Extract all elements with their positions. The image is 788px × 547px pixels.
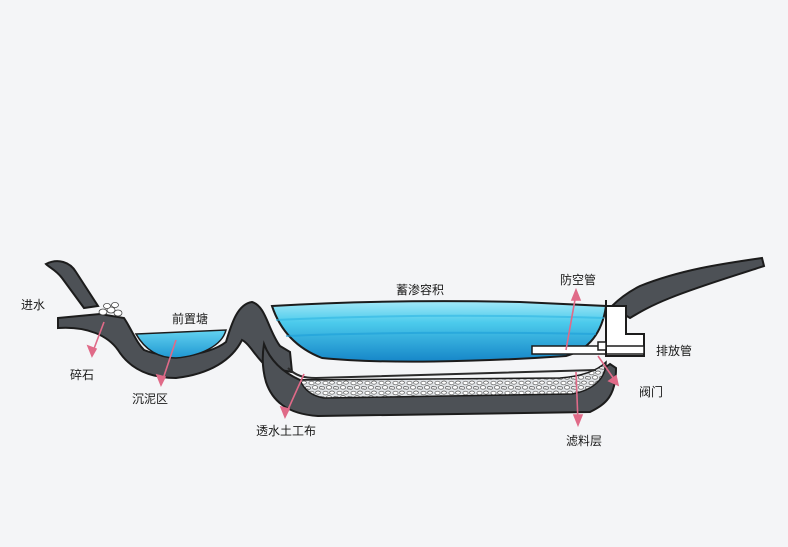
- valve-icon: [597, 341, 607, 351]
- label-anti-vacuum-pipe: 防空管: [560, 273, 597, 287]
- label-drain-pipe: 排放管: [656, 344, 693, 358]
- geotextile-line: [287, 367, 597, 380]
- label-forebay: 前置塘: [172, 312, 209, 326]
- label-filter-layer: 滤料层: [566, 434, 603, 448]
- label-gravel: 碎石: [70, 368, 95, 382]
- gravel-stones: [98, 301, 123, 317]
- forebay-water: [134, 329, 227, 359]
- inlet-channel: [44, 260, 100, 310]
- label-inlet: 进水: [21, 298, 46, 312]
- label-sediment-zone: 沉泥区: [132, 392, 169, 406]
- label-storage-volume: 蓄渗容积: [396, 283, 445, 297]
- label-geotextile: 透水土工布: [256, 424, 317, 438]
- filter-layer-gravel: [298, 360, 607, 399]
- leader-arrows: [86, 287, 620, 428]
- drain-pipe: [531, 345, 645, 355]
- label-valve: 阀门: [639, 385, 664, 399]
- right-bank-soil: [610, 256, 766, 320]
